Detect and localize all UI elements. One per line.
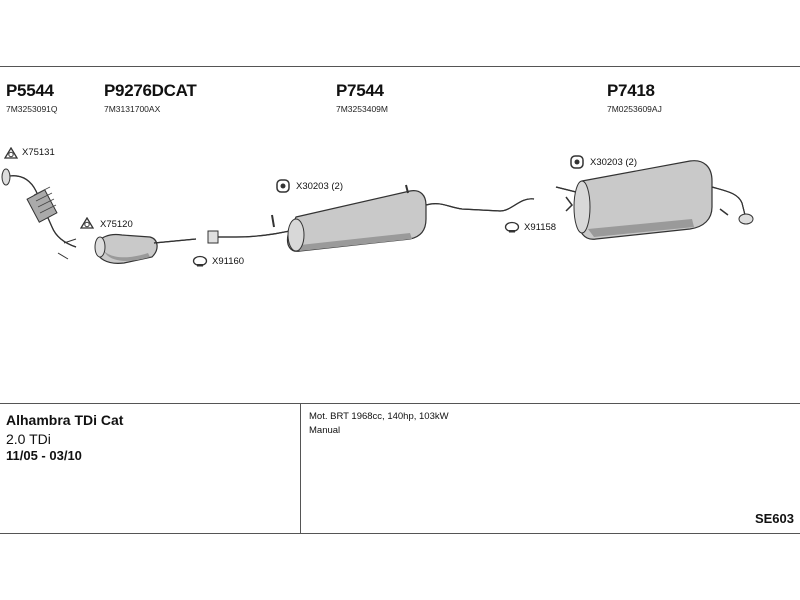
vehicle-years: 11/05 - 03/10 <box>6 448 82 463</box>
part-number-catalyst: P9276DCAT <box>104 81 197 100</box>
flex-joint <box>26 189 58 223</box>
specs-panel: Mot. BRT 1968cc, 140hp, 103kW Manual SE6… <box>301 404 800 534</box>
oem-number-front-pipe: 7M3253091Q <box>6 104 58 114</box>
rear-silencer-drawing <box>555 160 754 240</box>
accessory-label: X91160 <box>212 256 245 267</box>
rubber-hanger-icon <box>276 179 290 193</box>
rubber-hanger-icon <box>570 155 584 169</box>
accessory-label: X30203 (2) <box>296 181 344 192</box>
vehicle-engine: 2.0 TDi <box>6 431 51 447</box>
part-number-middle-silencer: P7544 <box>336 81 384 100</box>
pipe-clamp-icon <box>504 221 520 233</box>
part-number-rear-silencer: P7418 <box>607 81 655 100</box>
accessory-label: X91158 <box>524 222 557 233</box>
exhaust-system-drawing <box>1 160 754 264</box>
accessory-label: X75120 <box>100 219 133 230</box>
gasket-ring-icon <box>4 147 18 159</box>
vehicle-info-panel: Alhambra TDi Cat 2.0 TDi 11/05 - 03/10 <box>0 404 301 534</box>
middle-silencer-drawing <box>207 184 535 252</box>
accessory-label: X30203 (2) <box>590 157 638 168</box>
gasket-ring-icon <box>80 217 94 229</box>
oem-number-catalyst: 7M3131700AX <box>104 104 161 114</box>
oem-number-rear-silencer: 7M0253609AJ <box>607 104 662 114</box>
accessory-label: X75131 <box>22 147 55 158</box>
pipe-clamp-icon <box>192 255 208 267</box>
vehicle-model: Alhambra TDi Cat <box>6 412 124 428</box>
part-number-front-pipe: P5544 <box>6 81 54 100</box>
oem-number-middle-silencer: 7M3253409M <box>336 104 388 114</box>
front-pipe-drawing <box>1 168 77 260</box>
catalyst-drawing <box>94 233 197 264</box>
engine-spec: Mot. BRT 1968cc, 140hp, 103kW <box>309 411 449 422</box>
gearbox-spec: Manual <box>309 425 341 436</box>
diagram-area: P5544 7M3253091Q P9276DCAT 7M3131700AX P… <box>0 67 800 404</box>
diagram-code: SE603 <box>754 511 794 526</box>
exhaust-diagram-sheet: P5544 7M3253091Q P9276DCAT 7M3131700AX P… <box>0 66 800 534</box>
